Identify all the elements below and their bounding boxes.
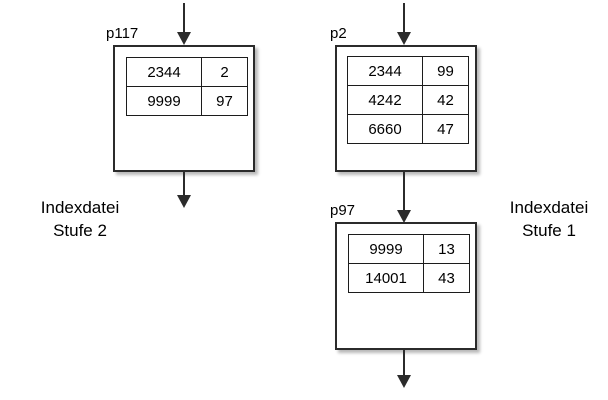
arrow-shaft: [403, 350, 405, 376]
arrow-shaft: [183, 3, 185, 33]
arrow-into-p117: [177, 3, 191, 45]
arrow-shaft: [183, 172, 185, 196]
record-key: 9999: [348, 234, 424, 264]
caption-right-line1: Indexdatei: [509, 198, 589, 217]
arrow-head: [397, 210, 411, 223]
table-row: 2344 2: [126, 57, 248, 87]
record-key: 2344: [347, 56, 423, 86]
record-pointer: 47: [422, 114, 469, 144]
caption-right-line2: Stufe 1: [522, 221, 576, 240]
table-row: 6660 47: [347, 114, 469, 144]
arrow-head: [177, 195, 191, 208]
record-pointer: 97: [201, 86, 248, 116]
arrow-out-of-p117: [177, 172, 191, 208]
record-key: 14001: [348, 263, 424, 293]
record-pointer: 2: [201, 57, 248, 87]
caption-right: Indexdatei Stufe 1: [490, 196, 608, 242]
arrow-p2-to-p97: [397, 172, 411, 223]
arrow-into-p2: [397, 3, 411, 45]
table-row: 14001 43: [348, 263, 470, 293]
record-table-p117: 2344 2 9999 97: [126, 57, 248, 116]
record-table-p97: 9999 13 14001 43: [348, 234, 470, 293]
record-key: 4242: [347, 85, 423, 115]
table-row: 4242 42: [347, 85, 469, 115]
caption-left: Indexdatei Stufe 2: [10, 196, 150, 242]
arrow-shaft: [403, 3, 405, 33]
arrow-head: [397, 32, 411, 45]
table-row: 9999 13: [348, 234, 470, 264]
record-table-p2: 2344 99 4242 42 6660 47: [347, 56, 469, 144]
block-label-p2: p2: [330, 25, 347, 42]
record-pointer: 13: [423, 234, 470, 264]
table-row: 9999 97: [126, 86, 248, 116]
arrow-shaft: [403, 172, 405, 211]
record-pointer: 43: [423, 263, 470, 293]
record-key: 9999: [126, 86, 202, 116]
block-label-p97: p97: [330, 202, 356, 219]
record-pointer: 99: [422, 56, 469, 86]
block-label-p117: p117: [106, 25, 139, 42]
arrow-head: [397, 375, 411, 388]
arrow-head: [177, 32, 191, 45]
arrow-out-of-p97: [397, 350, 411, 388]
caption-left-line2: Stufe 2: [53, 221, 107, 240]
record-key: 6660: [347, 114, 423, 144]
record-pointer: 42: [422, 85, 469, 115]
record-key: 2344: [126, 57, 202, 87]
table-row: 2344 99: [347, 56, 469, 86]
caption-left-line1: Indexdatei: [40, 198, 120, 217]
